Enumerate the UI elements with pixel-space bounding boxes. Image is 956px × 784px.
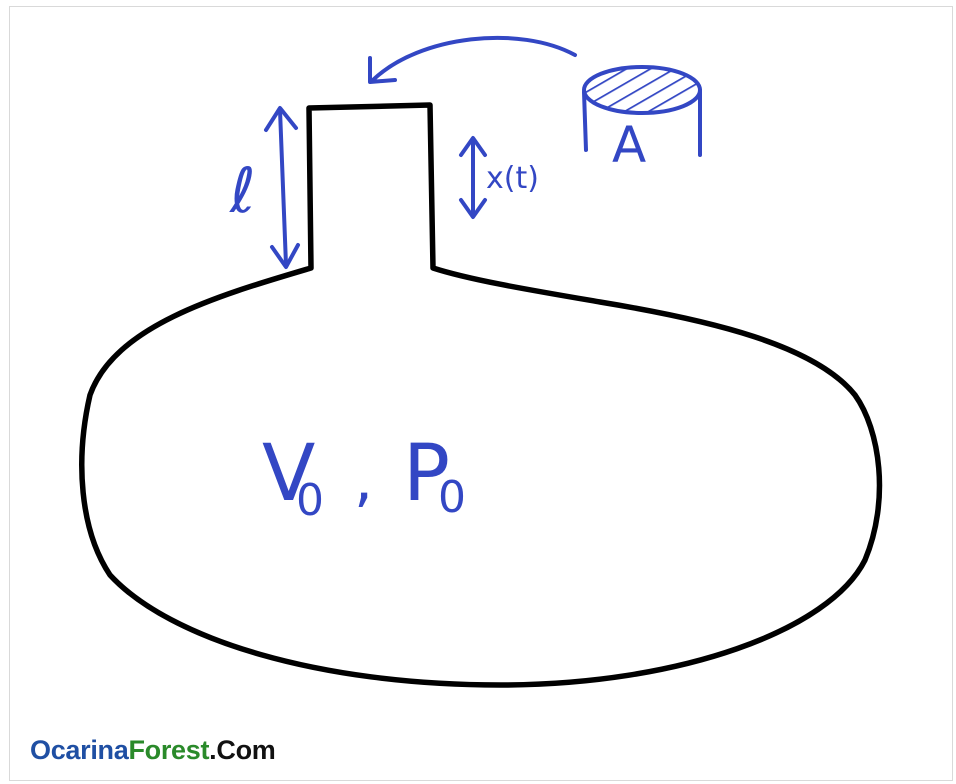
cross-section-area-icon <box>582 65 702 157</box>
separator-comma: , <box>354 445 373 515</box>
vessel-outline <box>79 102 883 688</box>
neck-length-arrow <box>264 106 300 269</box>
volume-subscript: 0 <box>296 475 324 526</box>
pressure-label: P <box>403 429 450 519</box>
displacement-label: x(t) <box>486 161 539 196</box>
area-label: A <box>612 116 646 174</box>
figure-frame <box>9 6 953 781</box>
volume-label: V <box>262 429 315 519</box>
curved-arrow <box>368 35 577 84</box>
pressure-subscript: 0 <box>438 472 466 523</box>
watermark-part-2: Forest <box>128 735 210 765</box>
watermark-part-3: .Com <box>209 735 276 765</box>
watermark-part-1: Ocarina <box>30 735 129 765</box>
length-label: ℓ <box>229 154 256 227</box>
displacement-arrow <box>459 136 487 219</box>
site-watermark: OcarinaForest.Com <box>30 735 276 766</box>
